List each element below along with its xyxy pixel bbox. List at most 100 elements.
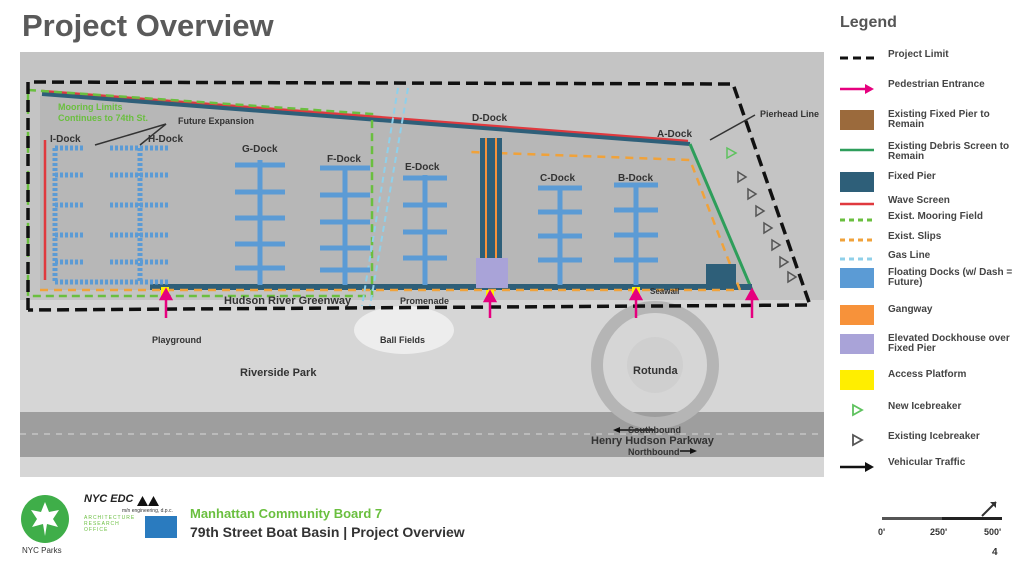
existing-slips-outline: [40, 150, 742, 292]
mn-engineering-text: m/n engineering, d.p.c.: [122, 508, 173, 514]
legend-item: New Icebreaker: [840, 402, 1020, 428]
nyc-parks-logo: [21, 495, 69, 543]
seawall-label: Seawall: [650, 287, 679, 296]
gas-line-1: [369, 87, 409, 307]
legend-swatch: [840, 257, 874, 261]
legend-item: Project Limit: [840, 50, 1020, 76]
future-expansion-arrow-2: [139, 123, 167, 146]
project-subtitle: 79th Street Boat Basin | Project Overvie…: [190, 524, 465, 540]
legend-label: Project Limit: [888, 49, 949, 60]
legend-label: Existing Icebreaker: [888, 431, 980, 442]
future-docks-i-h: [52, 145, 170, 285]
edc-logo: NYC EDC: [84, 493, 134, 505]
new-icebreaker: [726, 146, 738, 160]
fixed-pier-north: [41, 92, 691, 146]
legend-label: Existing Debris Screen to Remain: [888, 141, 1010, 162]
scale-bar: [882, 501, 1002, 520]
page-number: 4: [992, 547, 998, 558]
dock-label-a: A-Dock: [657, 129, 692, 140]
northbound-arrowhead: [690, 448, 697, 454]
aro-logo: ARCHITECTURE RESEARCH OFFICE: [84, 515, 135, 533]
legend-label: Exist. Mooring Field: [888, 211, 984, 222]
legend-swatch: [840, 268, 874, 288]
dock-label-g: G-Dock: [242, 144, 278, 155]
legend-label: Exist. Slips: [888, 231, 942, 242]
legend-item: Exist. Mooring Field: [840, 212, 1020, 238]
future-expansion-arrow-1: [94, 123, 167, 146]
legend-label: Gas Line: [888, 250, 931, 261]
debris-screen: [688, 143, 754, 291]
parkway-label: Henry Hudson Parkway: [591, 435, 715, 447]
legend-item: Fixed Pier: [840, 172, 1020, 198]
legend-swatch: [840, 148, 874, 152]
legend-label: Fixed Pier: [888, 171, 936, 182]
legend-item: Pedestrian Entrance: [840, 80, 1020, 106]
legend-item: Exist. Slips: [840, 232, 1020, 258]
floating-docks: [235, 160, 658, 285]
scale-segment-1: [882, 517, 942, 520]
legend-swatch: [840, 305, 874, 325]
legend-item: Floating Docks (w/ Dash = Future): [840, 268, 1020, 294]
dock-label-h: H-Dock: [148, 134, 183, 145]
dock-label-i: I-Dock: [50, 134, 81, 145]
playground-label: Playground: [152, 335, 202, 345]
legend-label: Gangway: [888, 304, 933, 315]
scale-segment-2: [942, 517, 1002, 520]
future-expansion-label: Future Expansion: [178, 116, 254, 126]
mooring-note-line-2: Continues to 74th St.: [58, 113, 148, 123]
dock-label-c: C-Dock: [540, 173, 575, 184]
elevated-dockhouse: [476, 258, 508, 288]
page-title: Project Overview: [22, 8, 274, 43]
legend-item: Existing Debris Screen to Remain: [840, 142, 1020, 168]
rotunda-label: Rotunda: [633, 365, 678, 377]
southbound-arrowhead: [613, 427, 620, 433]
legend-item: Existing Fixed Pier to Remain: [840, 110, 1020, 136]
legend-swatch: [840, 462, 874, 472]
aro-line-2: RESEARCH: [84, 521, 120, 527]
north-arrow-head: [990, 502, 996, 508]
dock-label-d: D-Dock: [472, 113, 507, 124]
promenade-label: Promenade: [400, 296, 449, 306]
aro-line-3: OFFICE: [84, 527, 109, 533]
legend-item: Access Platform: [840, 370, 1020, 396]
ball-fields-label: Ball Fields: [380, 335, 425, 345]
legend-swatch: [840, 202, 874, 206]
legend-swatch: [840, 218, 874, 222]
legend-label: Vehicular Traffic: [888, 457, 966, 468]
northbound-label: Northbound: [628, 447, 679, 457]
riverside-park-label: Riverside Park: [240, 367, 317, 379]
mooring-note-line-1: Mooring Limits: [58, 102, 123, 112]
legend-swatch: [852, 403, 864, 417]
existing-icebreakers: [737, 170, 798, 284]
dock-label-b: B-Dock: [618, 173, 653, 184]
legend-item: Gas Line: [840, 251, 1020, 277]
legend-item: Wave Screen: [840, 196, 1020, 222]
pierhead-line-label: Pierhead Line: [760, 109, 819, 119]
pedestrian-entrances: [158, 287, 760, 318]
legend-swatch: [852, 433, 864, 447]
scale-tick-500: 500': [984, 527, 1002, 537]
legend-swatch: [840, 110, 874, 130]
southbound-label: Southbound: [628, 425, 681, 435]
pierhead-arrow: [709, 114, 756, 141]
greenway-label: Hudson River Greenway: [224, 295, 352, 307]
basin-area: [40, 96, 750, 290]
scale-tick-250: 250': [930, 527, 948, 537]
rotunda-core: [627, 337, 683, 393]
legend-swatch: [840, 84, 874, 94]
legend-item: Gangway: [840, 305, 1020, 331]
legend-label: Floating Docks (w/ Dash = Future): [888, 267, 1013, 288]
ball-fields-area: [354, 306, 454, 354]
legend-swatch: [840, 56, 874, 60]
pbs-logo: [145, 516, 177, 538]
legend-swatch: [840, 172, 874, 192]
legend-item: Existing Icebreaker: [840, 432, 1020, 458]
dock-label-f: F-Dock: [327, 154, 361, 165]
legend-swatch: [840, 370, 874, 390]
board-name: Manhattan Community Board 7: [190, 506, 383, 521]
legend-swatch: [840, 334, 874, 354]
scale-tick-0: 0': [878, 527, 886, 537]
legend-label: Existing Fixed Pier to Remain: [888, 109, 990, 130]
dock-label-e: E-Dock: [405, 162, 440, 173]
